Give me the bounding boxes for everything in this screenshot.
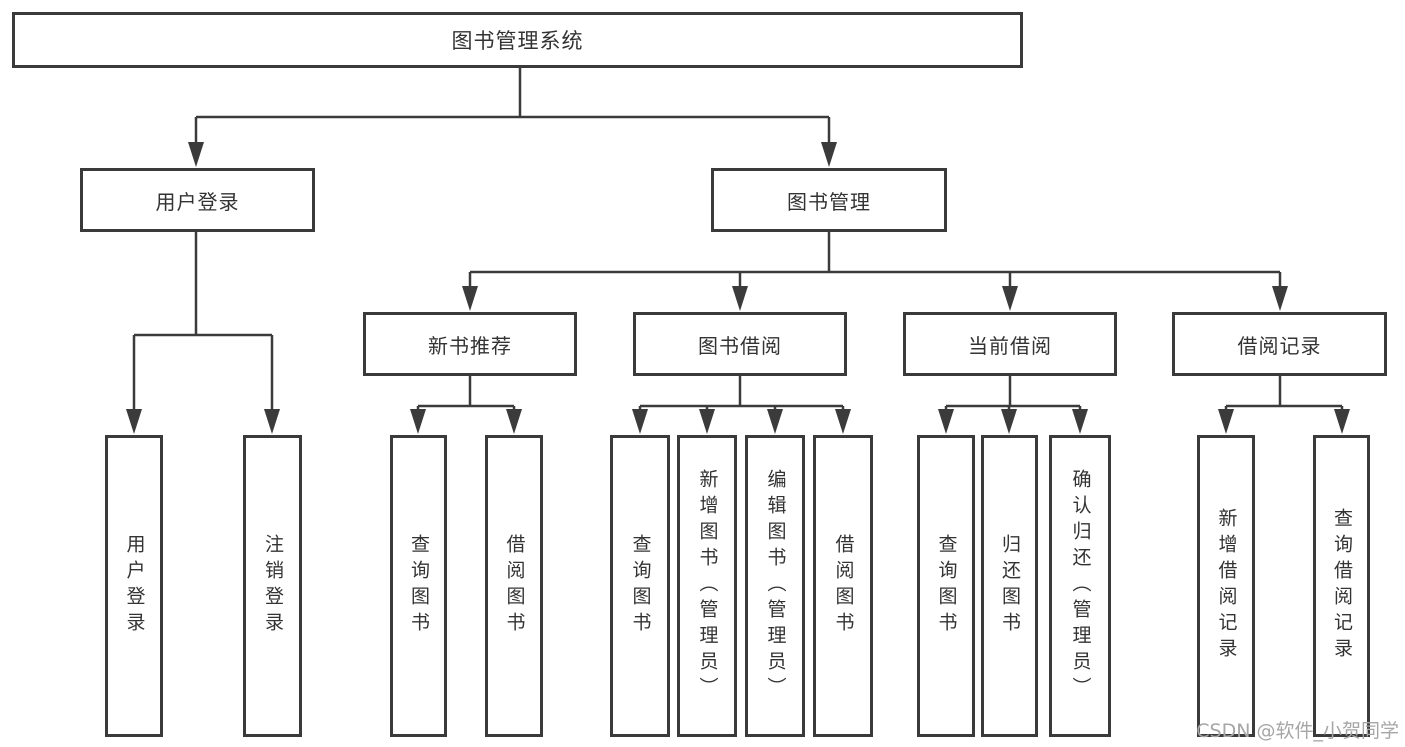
node-return-books: 归还图书	[981, 435, 1038, 737]
node-edit-books-admin-label: 编辑图书（管理员）	[764, 469, 787, 703]
node-logout-action: 注销登录	[243, 435, 302, 737]
node-query-books-recommend: 查询图书	[390, 435, 447, 737]
node-borrow-books-recommend: 借阅图书	[485, 435, 543, 737]
node-confirm-return-admin: 确认归还（管理员）	[1049, 435, 1111, 737]
node-new-book-recommend: 新书推荐	[363, 312, 577, 376]
node-user-login-action: 用户登录	[105, 435, 163, 737]
node-book-borrow: 图书借阅	[633, 312, 847, 376]
node-query-books-borrow-label: 查询图书	[629, 534, 652, 638]
node-query-books-borrow: 查询图书	[610, 435, 670, 737]
node-root-system-label: 图书管理系统	[451, 29, 584, 53]
watermark: CSDN @软件_小贺同学	[1196, 720, 1399, 742]
node-query-books-recommend-label: 查询图书	[408, 534, 430, 638]
node-add-borrow-record: 新增借阅记录	[1197, 435, 1255, 737]
node-root-system: 图书管理系统	[12, 12, 1023, 68]
node-return-books-label: 归还图书	[999, 534, 1021, 638]
node-user-login-action-label: 用户登录	[123, 534, 146, 638]
node-user-login-label: 用户登录	[155, 189, 240, 214]
node-borrow-books-label: 借阅图书	[832, 534, 855, 638]
node-logout-action-label: 注销登录	[262, 534, 284, 638]
node-query-books-current: 查询图书	[917, 435, 975, 737]
node-query-borrow-record-label: 查询借阅记录	[1331, 508, 1353, 664]
node-borrow-books-recommend-label: 借阅图书	[503, 534, 526, 638]
node-new-book-recommend-label: 新书推荐	[428, 333, 512, 358]
node-user-login: 用户登录	[80, 168, 315, 232]
node-query-books-current-label: 查询图书	[935, 534, 958, 638]
node-add-borrow-record-label: 新增借阅记录	[1215, 508, 1238, 664]
node-add-books-admin-label: 新增图书（管理员）	[696, 469, 719, 703]
node-edit-books-admin: 编辑图书（管理员）	[745, 435, 805, 737]
node-book-management-label: 图书管理	[787, 189, 871, 214]
node-add-books-admin: 新增图书（管理员）	[677, 435, 737, 737]
node-book-borrow-label: 图书借阅	[698, 333, 782, 358]
node-borrow-books: 借阅图书	[813, 435, 873, 737]
node-current-borrow: 当前借阅	[903, 312, 1117, 376]
node-borrow-records: 借阅记录	[1172, 312, 1387, 376]
node-query-borrow-record: 查询借阅记录	[1313, 435, 1370, 737]
node-confirm-return-admin-label: 确认归还（管理员）	[1069, 469, 1092, 703]
node-borrow-records-label: 借阅记录	[1237, 333, 1322, 358]
node-book-management: 图书管理	[711, 168, 947, 232]
node-current-borrow-label: 当前借阅	[968, 333, 1052, 358]
arrow-head-icons	[126, 142, 1350, 434]
